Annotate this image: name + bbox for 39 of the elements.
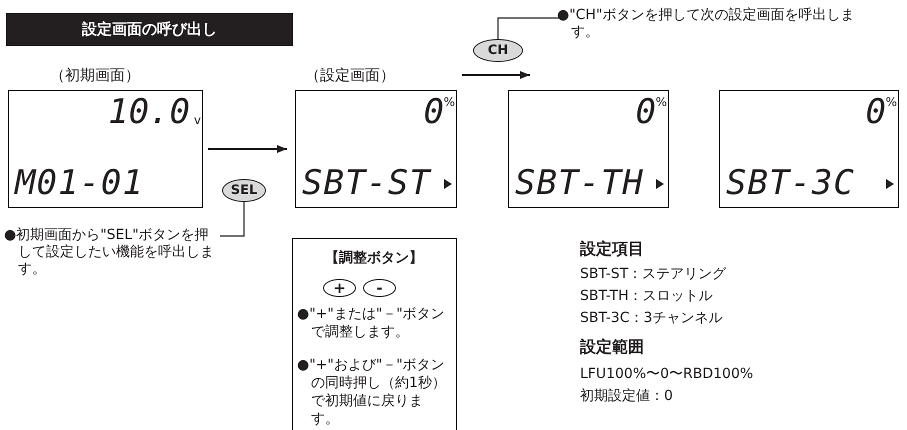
- lcd-screen: [8, 90, 203, 208]
- lcd-text: M01-01: [15, 162, 144, 205]
- lcd-text: SBT-3C: [726, 162, 855, 205]
- key-button: +: [323, 279, 356, 297]
- note-text: 初期設定値：0: [580, 388, 673, 405]
- key-button: -: [363, 279, 396, 297]
- panel-heading: 【調整ボタン】: [324, 250, 424, 267]
- callout-text: ●初期画面から"SEL"ボタンを押して設定したい機能を呼出します。: [4, 227, 216, 278]
- note-text: SBT-ST：ステアリング: [580, 266, 726, 283]
- section-label: 設定範囲: [580, 338, 644, 355]
- lcd-value: 0: [424, 93, 444, 131]
- note-text: LFU100%〜0〜RBD100%: [580, 366, 754, 383]
- leader-line: [497, 17, 559, 39]
- instruction-text: ●"+"および"－"ボタンの同時押し（約1秒）で初期値に戻ります。: [297, 356, 447, 428]
- screen-caption: （初期画面）: [50, 67, 140, 84]
- lcd-screen: [719, 90, 899, 208]
- section-heading: 設定画面の呼び出し: [6, 13, 293, 46]
- key-button: SEL: [222, 179, 266, 202]
- unit-label: %: [886, 95, 897, 109]
- unit-label: v: [194, 113, 201, 127]
- lcd-screen: [295, 90, 457, 208]
- note-text: SBT-3C：3チャンネル: [580, 310, 722, 327]
- note-text: SBT-TH：スロットル: [580, 288, 713, 305]
- lcd-text: SBT-TH: [515, 162, 644, 205]
- lcd-value: 0: [636, 93, 656, 131]
- leader-line: [220, 202, 245, 237]
- lcd-value: 10.0: [108, 93, 190, 131]
- arrow: [208, 145, 287, 153]
- callout-text: ●"CH"ボタンを押して次の設定画面を呼出します。: [557, 7, 857, 41]
- lcd-text: SBT-ST: [302, 162, 431, 205]
- key-button: CH: [473, 39, 523, 62]
- lcd-value: 0: [866, 93, 886, 131]
- unit-label: %: [656, 95, 667, 109]
- instruction-text: ●"+"または"－"ボタンで調整します。: [297, 305, 446, 341]
- section-label: 設定項目: [580, 240, 644, 257]
- lcd-screen: [508, 90, 669, 208]
- info-panel: [292, 238, 457, 430]
- screen-caption: （設定画面）: [305, 67, 395, 84]
- unit-label: %: [444, 95, 455, 109]
